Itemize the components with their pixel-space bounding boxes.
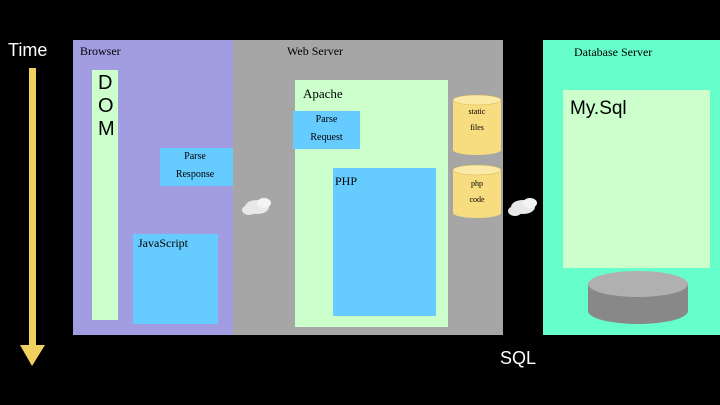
parse-request-box	[293, 111, 360, 149]
cloud-icon	[242, 198, 271, 215]
static-files-label: static files	[468, 107, 486, 132]
dom-label: D O M	[98, 72, 115, 141]
database-server-label: Database Server	[574, 45, 653, 59]
javascript-box	[133, 234, 218, 324]
static-files-cylinder-icon	[452, 94, 502, 155]
javascript-label: JavaScript	[138, 236, 188, 250]
php-box	[333, 168, 436, 316]
php-code-label: php code	[469, 179, 485, 204]
database-cylinder-icon	[588, 271, 688, 324]
php-code-cylinder-icon	[452, 164, 502, 218]
apache-label: Apache	[303, 86, 343, 101]
sql-label: SQL	[500, 348, 537, 368]
cloud-icon	[508, 198, 537, 216]
mysql-label: My.Sql	[570, 98, 627, 119]
rrc-http-label: RRC/HTTP	[200, 348, 291, 368]
dom-column	[92, 70, 118, 320]
php-label: PHP	[335, 174, 358, 188]
dom-letter-d: D	[98, 72, 113, 94]
dom-letter-m: M	[98, 118, 115, 140]
parse-response-box	[160, 148, 233, 186]
mysql-box	[563, 90, 710, 268]
time-label: Time	[8, 40, 48, 60]
browser-label: Browser	[80, 44, 121, 58]
web-server-label: Web Server	[287, 44, 344, 58]
parse-response-label: Parse Response	[175, 151, 215, 180]
dom-letter-o: O	[98, 95, 114, 117]
parse-request-label: Parse Request	[310, 114, 343, 143]
